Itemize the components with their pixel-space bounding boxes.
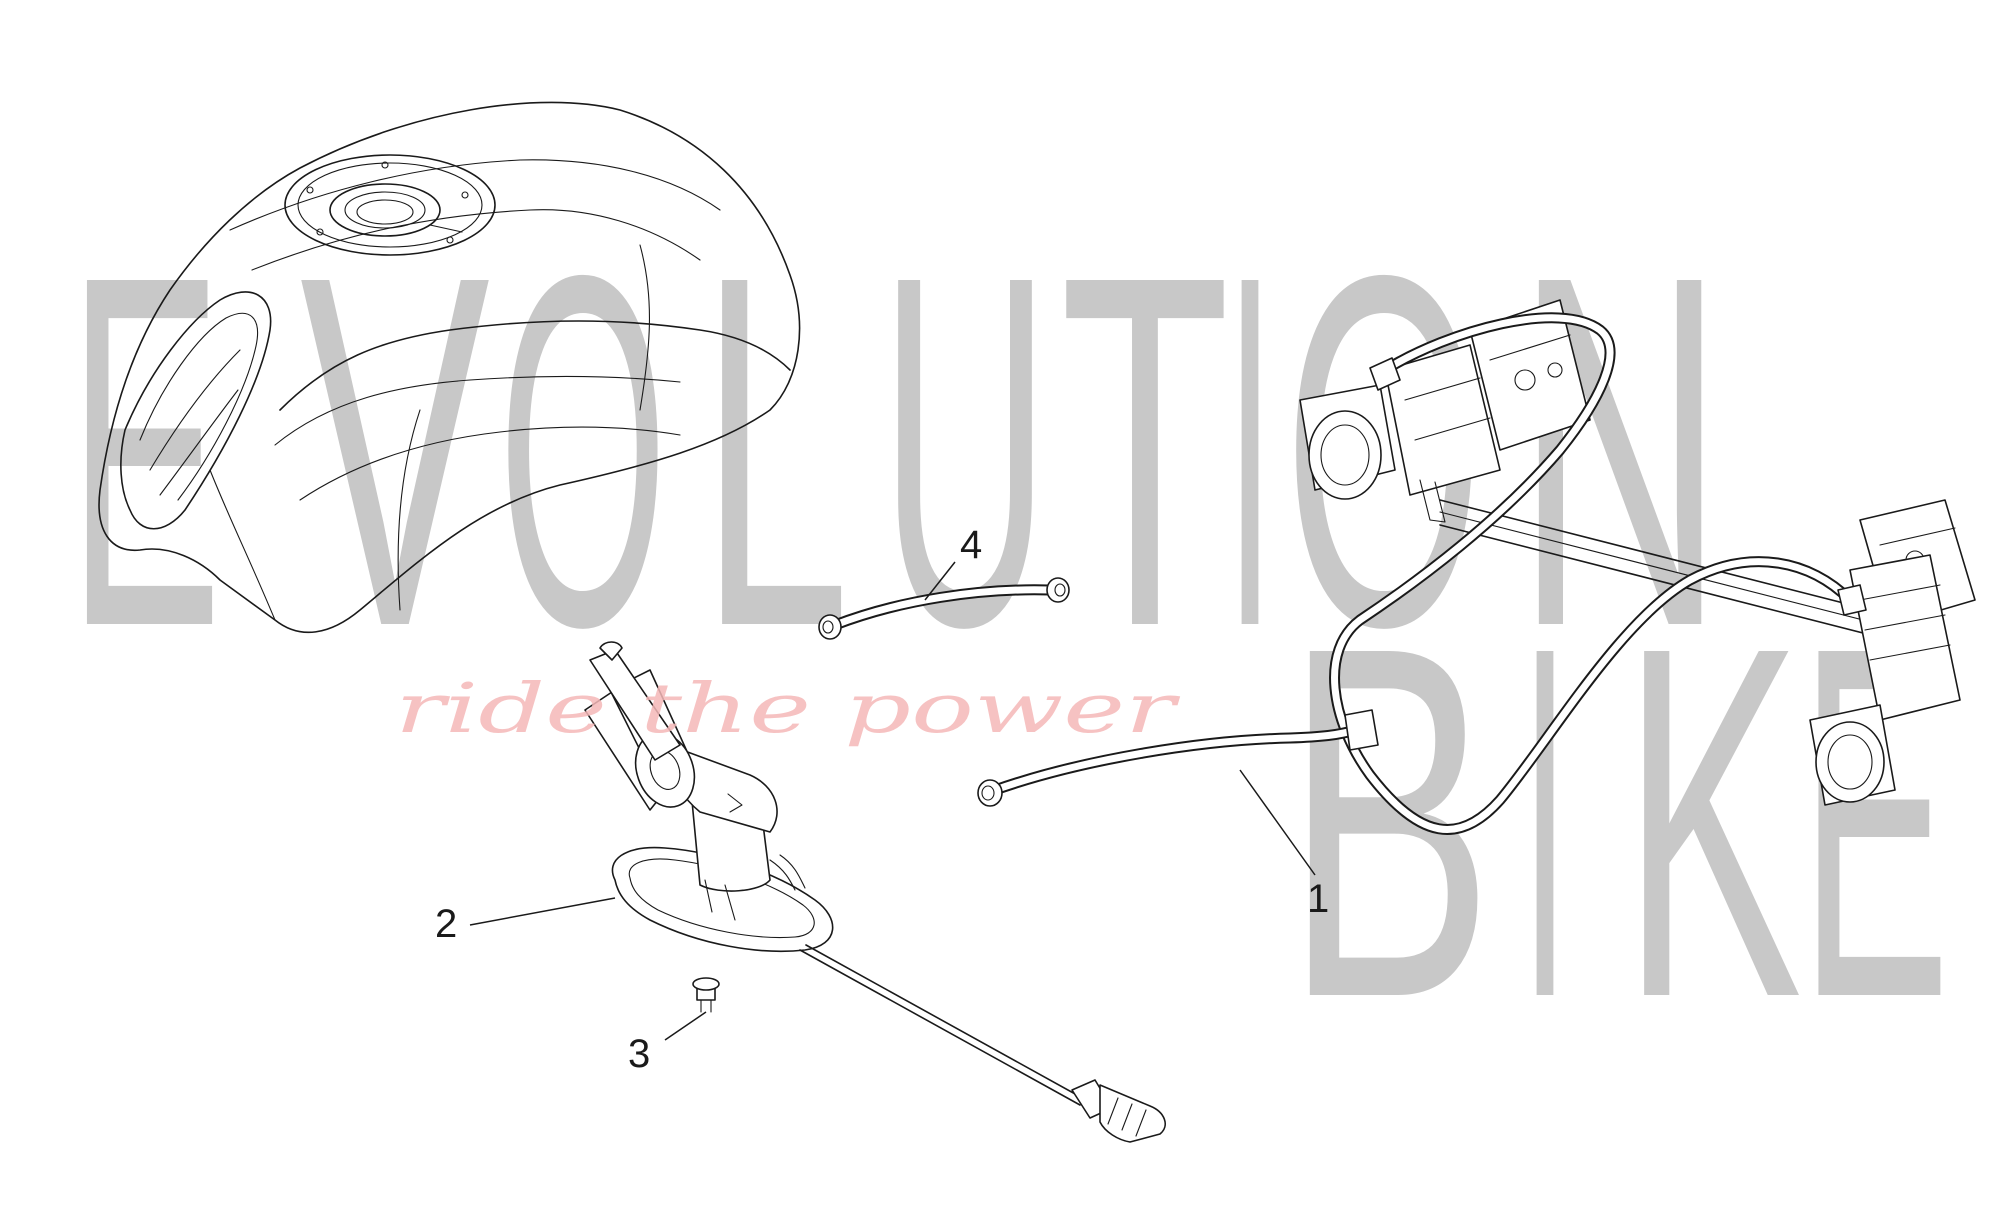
watermark-letter-b: B (1284, 542, 1494, 1101)
callout-label-4: 4 (960, 523, 982, 567)
watermark-letter-u: U (880, 171, 1050, 730)
watermark: E V O L U T I O N B I K E (68, 171, 1950, 1101)
callout-4: 4 (924, 523, 982, 601)
callout-label-2: 2 (435, 902, 457, 946)
throttle-body-lower (1809, 499, 1976, 806)
fuel-pump-assembly (584, 641, 1166, 1143)
watermark-letter-i-2: I (1520, 542, 1570, 1101)
callout-3: 3 (628, 1011, 707, 1076)
watermark-tagline: ride the power (395, 670, 1180, 749)
callout-2: 2 (435, 897, 616, 946)
fuel-cap (284, 154, 496, 256)
watermark-letter-e: E (68, 171, 222, 730)
watermark-letter-o: O (498, 171, 668, 730)
watermark-letter-l: L (700, 171, 850, 730)
short-hose (818, 577, 1070, 640)
watermark-letter-i: I (1225, 171, 1275, 730)
watermark-letter-t: T (1060, 171, 1230, 730)
callout-1: 1 (1239, 769, 1329, 921)
throttle-body-upper (1299, 299, 1591, 523)
watermark-letter-v: V (300, 171, 491, 730)
screw (692, 977, 720, 1013)
callout-label-3: 3 (628, 1032, 650, 1076)
long-hose (977, 312, 1867, 835)
watermark-letter-k: K (1622, 542, 1802, 1101)
fuel-tank (98, 101, 801, 634)
callout-label-1: 1 (1307, 877, 1329, 921)
